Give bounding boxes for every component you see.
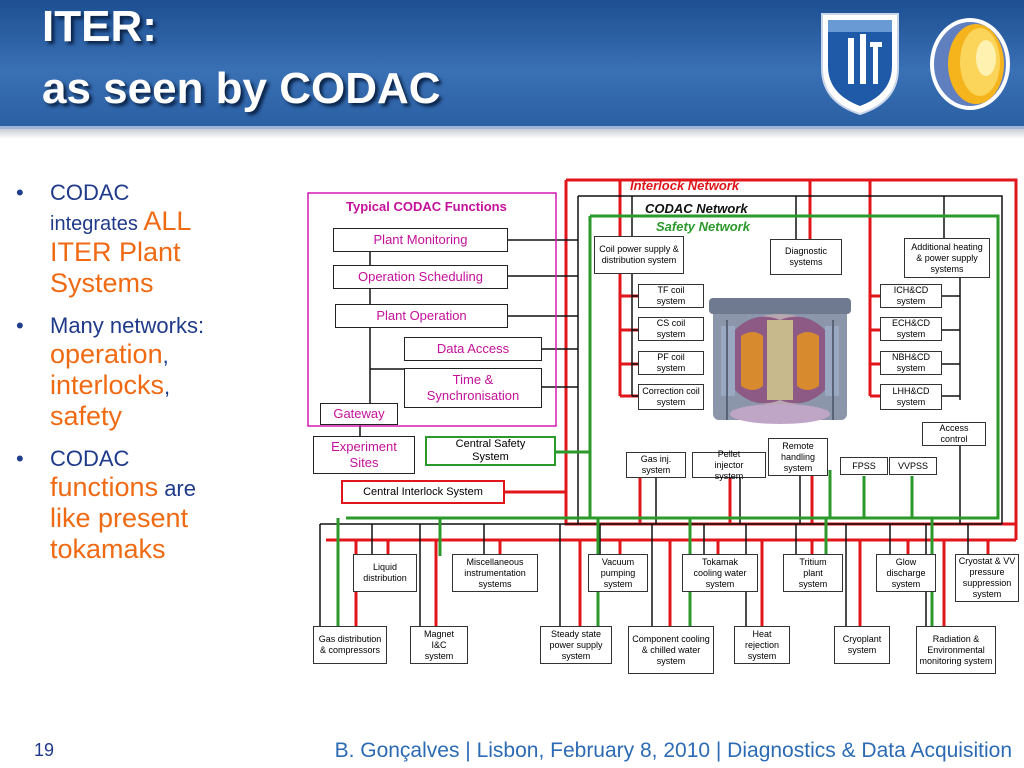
ist-shield-logo <box>821 13 899 116</box>
nbhcd-system-box: NBH&CD system <box>880 351 942 375</box>
tf-coil-system-box: TF coil system <box>638 284 704 308</box>
echcd-system-box: ECH&CD system <box>880 317 942 341</box>
additional-heating-box: Additional heating & power supply system… <box>904 238 990 278</box>
magnet-ic-box: Magnet I&C system <box>410 626 468 664</box>
codac-functions-title: Typical CODAC Functions <box>346 199 507 214</box>
slide-number: 19 <box>34 740 55 760</box>
central-interlock-system-box: Central Interlock System <box>341 480 505 504</box>
bullet-text: integrates <box>50 213 144 235</box>
coil-power-supply-box: Coil power supply & distribution system <box>594 236 684 274</box>
bullet-highlight: like present tokamaks <box>50 503 189 564</box>
bullet-item-networks: • Many networks: operation, interlocks, … <box>10 313 260 432</box>
diagnostic-systems-box: Diagnostic systems <box>770 239 842 275</box>
time-sync-box: Time & Synchronisation <box>404 368 542 408</box>
bullet-list: • CODAC integrates ALL ITER Plant System… <box>10 180 260 579</box>
bullet-text: CODAC <box>50 446 130 471</box>
bullet-text: , <box>164 374 171 399</box>
codac-network-label: CODAC Network <box>645 201 748 216</box>
pellet-injector-box: Pellet injector system <box>692 449 766 481</box>
tritium-plant-box: Tritium plant system <box>783 554 843 592</box>
bullet-dot-icon: • <box>16 180 24 205</box>
slide-title-line2: as seen by CODAC <box>42 64 441 113</box>
bullet-item-codac-integrates: • CODAC integrates ALL ITER Plant System… <box>10 180 260 299</box>
gas-injection-box: Gas inj. system <box>626 452 686 478</box>
cs-coil-system-box: CS coil system <box>638 317 704 341</box>
fusion-logo <box>930 18 1010 110</box>
ichcd-system-box: ICH&CD system <box>880 284 942 308</box>
correction-coil-system-box: Correction coil system <box>638 384 704 410</box>
bullet-highlight: functions <box>50 472 159 502</box>
cryoplant-box: Cryoplant system <box>834 626 890 664</box>
bullet-dot-icon: • <box>16 446 24 471</box>
bullet-highlight: safety <box>50 401 123 431</box>
header-shadow <box>0 129 1024 139</box>
bullet-highlight: ALL <box>143 206 192 236</box>
bullet-dot-icon: • <box>16 313 24 338</box>
safety-network-label: Safety Network <box>656 219 750 234</box>
plant-monitoring-box: Plant Monitoring <box>333 228 508 252</box>
gas-distribution-box: Gas distribution & compressors <box>313 626 387 664</box>
central-safety-system-box: Central Safety System <box>425 436 556 466</box>
lhhcd-system-box: LHH&CD system <box>880 384 942 410</box>
footer-citation: B. Gonçalves | Lisbon, February 8, 2010 … <box>334 739 1012 762</box>
access-control-box: Access control <box>922 422 986 446</box>
bullet-text: are <box>158 476 196 501</box>
misc-instrumentation-box: Miscellaneous instrumentation systems <box>452 554 538 592</box>
vvpss-box: VVPSS <box>889 457 937 475</box>
experiment-sites-box: Experiment Sites <box>313 436 415 474</box>
plant-operation-box: Plant Operation <box>335 304 508 328</box>
bullet-item-codac-functions: • CODAC functions are like present tokam… <box>10 446 260 565</box>
cryostat-vv-box: Cryostat & VV pressure suppression syste… <box>955 554 1019 602</box>
pf-coil-system-box: PF coil system <box>638 351 704 375</box>
liquid-distribution-box: Liquid distribution <box>353 554 417 592</box>
fpss-box: FPSS <box>840 457 888 475</box>
bullet-highlight: interlocks <box>50 370 165 400</box>
steady-state-power-box: Steady state power supply system <box>540 626 612 664</box>
gateway-box: Gateway <box>320 403 398 425</box>
operation-scheduling-box: Operation Scheduling <box>333 265 508 289</box>
codac-network-frame <box>578 195 1003 514</box>
bullet-text: Many networks: <box>50 313 205 338</box>
heat-rejection-box: Heat rejection system <box>734 626 790 664</box>
title-banner: ITER: as seen by CODAC <box>0 0 1024 128</box>
glow-discharge-box: Glow discharge system <box>876 554 936 592</box>
component-cooling-box: Component cooling & chilled water system <box>628 626 714 674</box>
data-access-box: Data Access <box>404 337 542 361</box>
tokamak-cooling-water-box: Tokamak cooling water system <box>682 554 758 592</box>
slide-title-line1: ITER: <box>42 2 157 51</box>
radiation-monitoring-box: Radiation & Environmental monitoring sys… <box>916 626 996 674</box>
bullet-text: , <box>162 343 169 368</box>
bullet-text: CODAC <box>50 180 130 205</box>
iter-tokamak-image <box>709 298 851 424</box>
bullet-highlight: ITER Plant Systems <box>50 237 181 298</box>
header-divider <box>0 126 1024 129</box>
vacuum-pumping-box: Vacuum pumping system <box>588 554 648 592</box>
codac-functions-frame <box>307 192 557 427</box>
remote-handling-box: Remote handling system <box>768 438 828 476</box>
interlock-network-label: Interlock Network <box>630 178 740 193</box>
bullet-highlight: operation <box>50 339 163 369</box>
